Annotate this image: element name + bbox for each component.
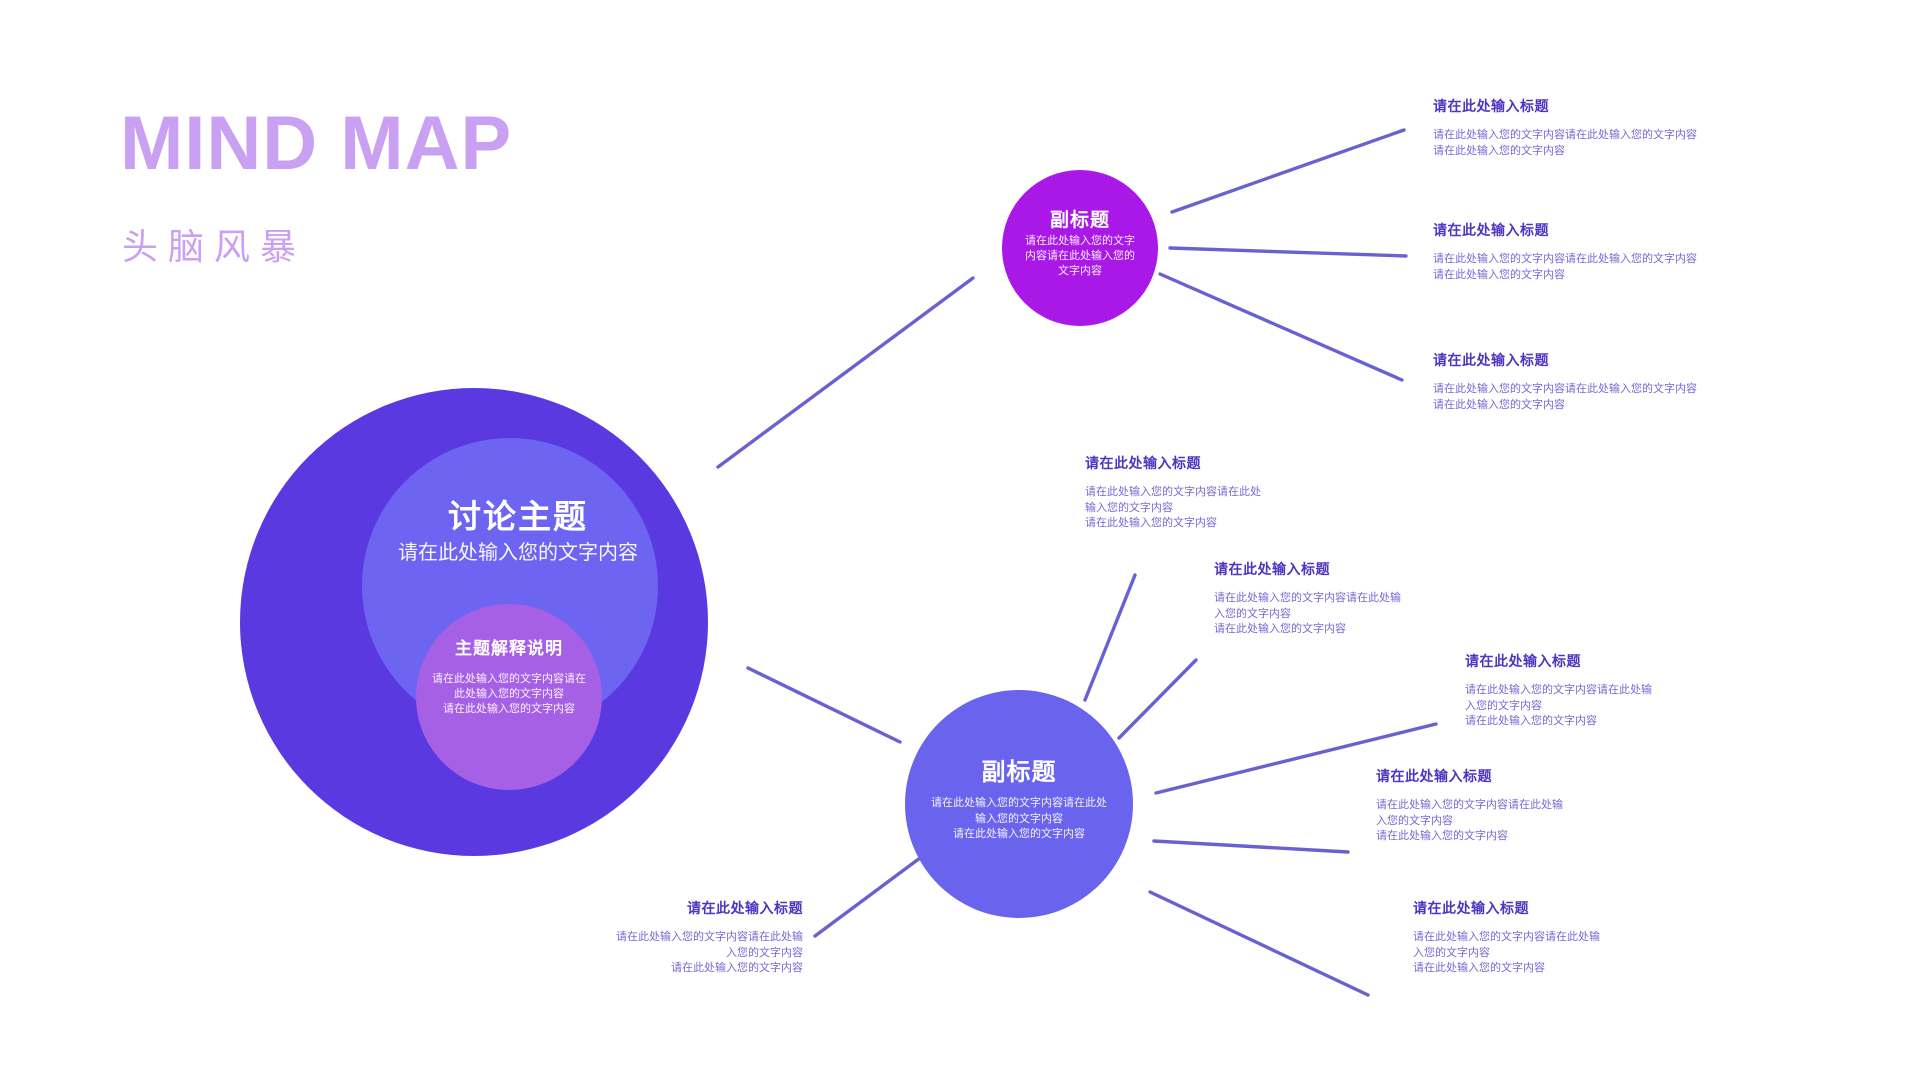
text-line: 文字内容 <box>1058 265 1102 277</box>
text-line: 请在此处输入您的文字内容请在此处输 <box>1465 684 1652 696</box>
main-topic-subtitle: 请在此处输入您的文字内容 <box>398 542 638 564</box>
branch-mid-2: 请在此处输入标题 请在此处输入您的文字内容请在此处输 入您的文字内容 请在此处输… <box>1214 559 1454 638</box>
text-line: 请在此处输入您的文字内容请在此处输入您的文字内容 <box>1433 129 1697 141</box>
branch-bottom-left: 请在此处输入标题 请在此处输入您的文字内容请在此处输 入您的文字内容 请在此处输… <box>600 898 803 977</box>
text-line: 请在此处输入您的文字内容 <box>1085 517 1217 529</box>
text-line: 请在此处输入您的文字内容请在此处输入您的文字内容 <box>1433 253 1697 265</box>
branch-title: 请在此处输入标题 <box>1433 352 1549 368</box>
branch-mid-4: 请在此处输入标题 请在此处输入您的文字内容请在此处输 入您的文字内容 请在此处输… <box>1376 766 1616 845</box>
text-line: 请在此处输入您的文字内容 <box>1376 830 1508 842</box>
text-line: 请在此处输入您的文字内容 <box>443 703 575 715</box>
subtopic-bottom-body: 请在此处输入您的文字内容请在此处 输入您的文字内容 请在此处输入您的文字内容 <box>919 796 1119 843</box>
subtopic-bottom-title: 副标题 <box>981 759 1057 786</box>
connector-main-to-subtop <box>716 276 975 469</box>
topic-explanation-title: 主题解释说明 <box>455 639 563 658</box>
text-line: 入您的文字内容 <box>1376 814 1453 827</box>
subtopic-bottom-circle <box>905 690 1133 918</box>
text-line: 内容请在此处输入您的 <box>1025 250 1135 262</box>
text-line: 请在此处输入您的文字内容 <box>1465 715 1597 727</box>
text-line: 请在此处输入您的文字内容请在此处输 <box>1214 592 1401 604</box>
text-line: 请在此处输入您的文字内容 <box>671 962 803 974</box>
text-line: 请在此处输入您的文字内容请在此处 <box>1085 486 1261 498</box>
branch-title: 请在此处输入标题 <box>1465 653 1581 669</box>
text-line: 输入您的文字内容 <box>975 812 1063 825</box>
branch-top-right-3: 请在此处输入标题 请在此处输入您的文字内容请在此处输入您的文字内容 请在此处输入… <box>1433 350 1733 413</box>
branch-title: 请在此处输入标题 <box>687 900 803 916</box>
text-line: 请在此处输入您的文字内容请在此处输入您的文字内容 <box>1433 383 1697 395</box>
text-line: 请在此处输入您的文字内容 <box>1433 144 1565 157</box>
text-line: 入您的文字内容 <box>1413 946 1490 959</box>
page-title: MIND MAP <box>120 101 513 186</box>
text-line: 请在此处输入您的文字内容请在此处输 <box>1376 799 1563 811</box>
branch-title: 请在此处输入标题 <box>1085 455 1201 471</box>
subtopic-top-body: 请在此处输入您的文字 内容请在此处输入您的 文字内容 <box>1012 234 1148 279</box>
text-line: 入您的文字内容 <box>1465 699 1542 712</box>
branch-title: 请在此处输入标题 <box>1376 768 1492 784</box>
connector-subbottom-to-mid3 <box>1154 722 1438 795</box>
subtopic-top-title: 副标题 <box>1049 210 1110 231</box>
text-line: 请在此处输入您的文字内容请在此处输 <box>1413 931 1600 943</box>
connector-subbottom-to-mid1 <box>1083 573 1137 702</box>
branch-top-right-1: 请在此处输入标题 请在此处输入您的文字内容请在此处输入您的文字内容 请在此处输入… <box>1433 96 1733 159</box>
connector-main-to-subbottom <box>746 666 902 744</box>
branch-title: 请在此处输入标题 <box>1214 561 1330 577</box>
connector-subbottom-to-bright <box>1148 890 1370 997</box>
text-line: 入您的文字内容 <box>1214 607 1291 620</box>
text-line: 请在此处输入您的文字内容请在此处 <box>931 797 1107 809</box>
text-line: 请在此处输入您的文字内容 <box>1433 398 1565 411</box>
connector-subbottom-to-mid2 <box>1117 658 1198 740</box>
branch-title: 请在此处输入标题 <box>1433 222 1549 238</box>
connector-subtop-to-branch2 <box>1168 246 1408 258</box>
connector-subtop-to-branch3 <box>1158 272 1404 382</box>
connector-subbottom-to-mid4 <box>1152 839 1350 854</box>
text-line: 请在此处输入您的文字内容 <box>1214 623 1346 635</box>
text-line: 请在此处输入您的文字内容请在 <box>432 673 586 685</box>
text-line: 请在此处输入您的文字 <box>1025 235 1135 247</box>
text-line: 请在此处输入您的文字内容 <box>953 828 1085 840</box>
branch-top-right-2: 请在此处输入标题 请在此处输入您的文字内容请在此处输入您的文字内容 请在此处输入… <box>1433 220 1733 283</box>
branch-title: 请在此处输入标题 <box>1433 98 1549 114</box>
branch-mid-3: 请在此处输入标题 请在此处输入您的文字内容请在此处输 入您的文字内容 请在此处输… <box>1465 651 1705 730</box>
branch-mid-1: 请在此处输入标题 请在此处输入您的文字内容请在此处 输入您的文字内容 请在此处输… <box>1085 453 1325 532</box>
text-line: 请在此处输入您的文字内容请在此处输 <box>616 931 803 943</box>
connector-subtop-to-branch1 <box>1170 128 1406 214</box>
text-line: 请在此处输入您的文字内容 <box>1413 962 1545 974</box>
main-topic-title: 讨论主题 <box>448 498 588 535</box>
connector-subbottom-to-bleft <box>813 856 922 938</box>
text-line: 请在此处输入您的文字内容 <box>1433 268 1565 281</box>
topic-explanation-circle <box>416 604 602 790</box>
text-line: 入您的文字内容 <box>726 946 803 959</box>
page-subtitle: 头脑风暴 <box>122 226 307 267</box>
subtopic-top-circle <box>1002 170 1158 326</box>
topic-explanation-body: 请在此处输入您的文字内容请在 此处输入您的文字内容 请在此处输入您的文字内容 <box>399 672 619 717</box>
branch-title: 请在此处输入标题 <box>1413 900 1529 916</box>
text-line: 输入您的文字内容 <box>1085 501 1173 514</box>
branch-bottom-right: 请在此处输入标题 请在此处输入您的文字内容请在此处输 入您的文字内容 请在此处输… <box>1413 898 1653 977</box>
text-line: 此处输入您的文字内容 <box>454 688 564 700</box>
